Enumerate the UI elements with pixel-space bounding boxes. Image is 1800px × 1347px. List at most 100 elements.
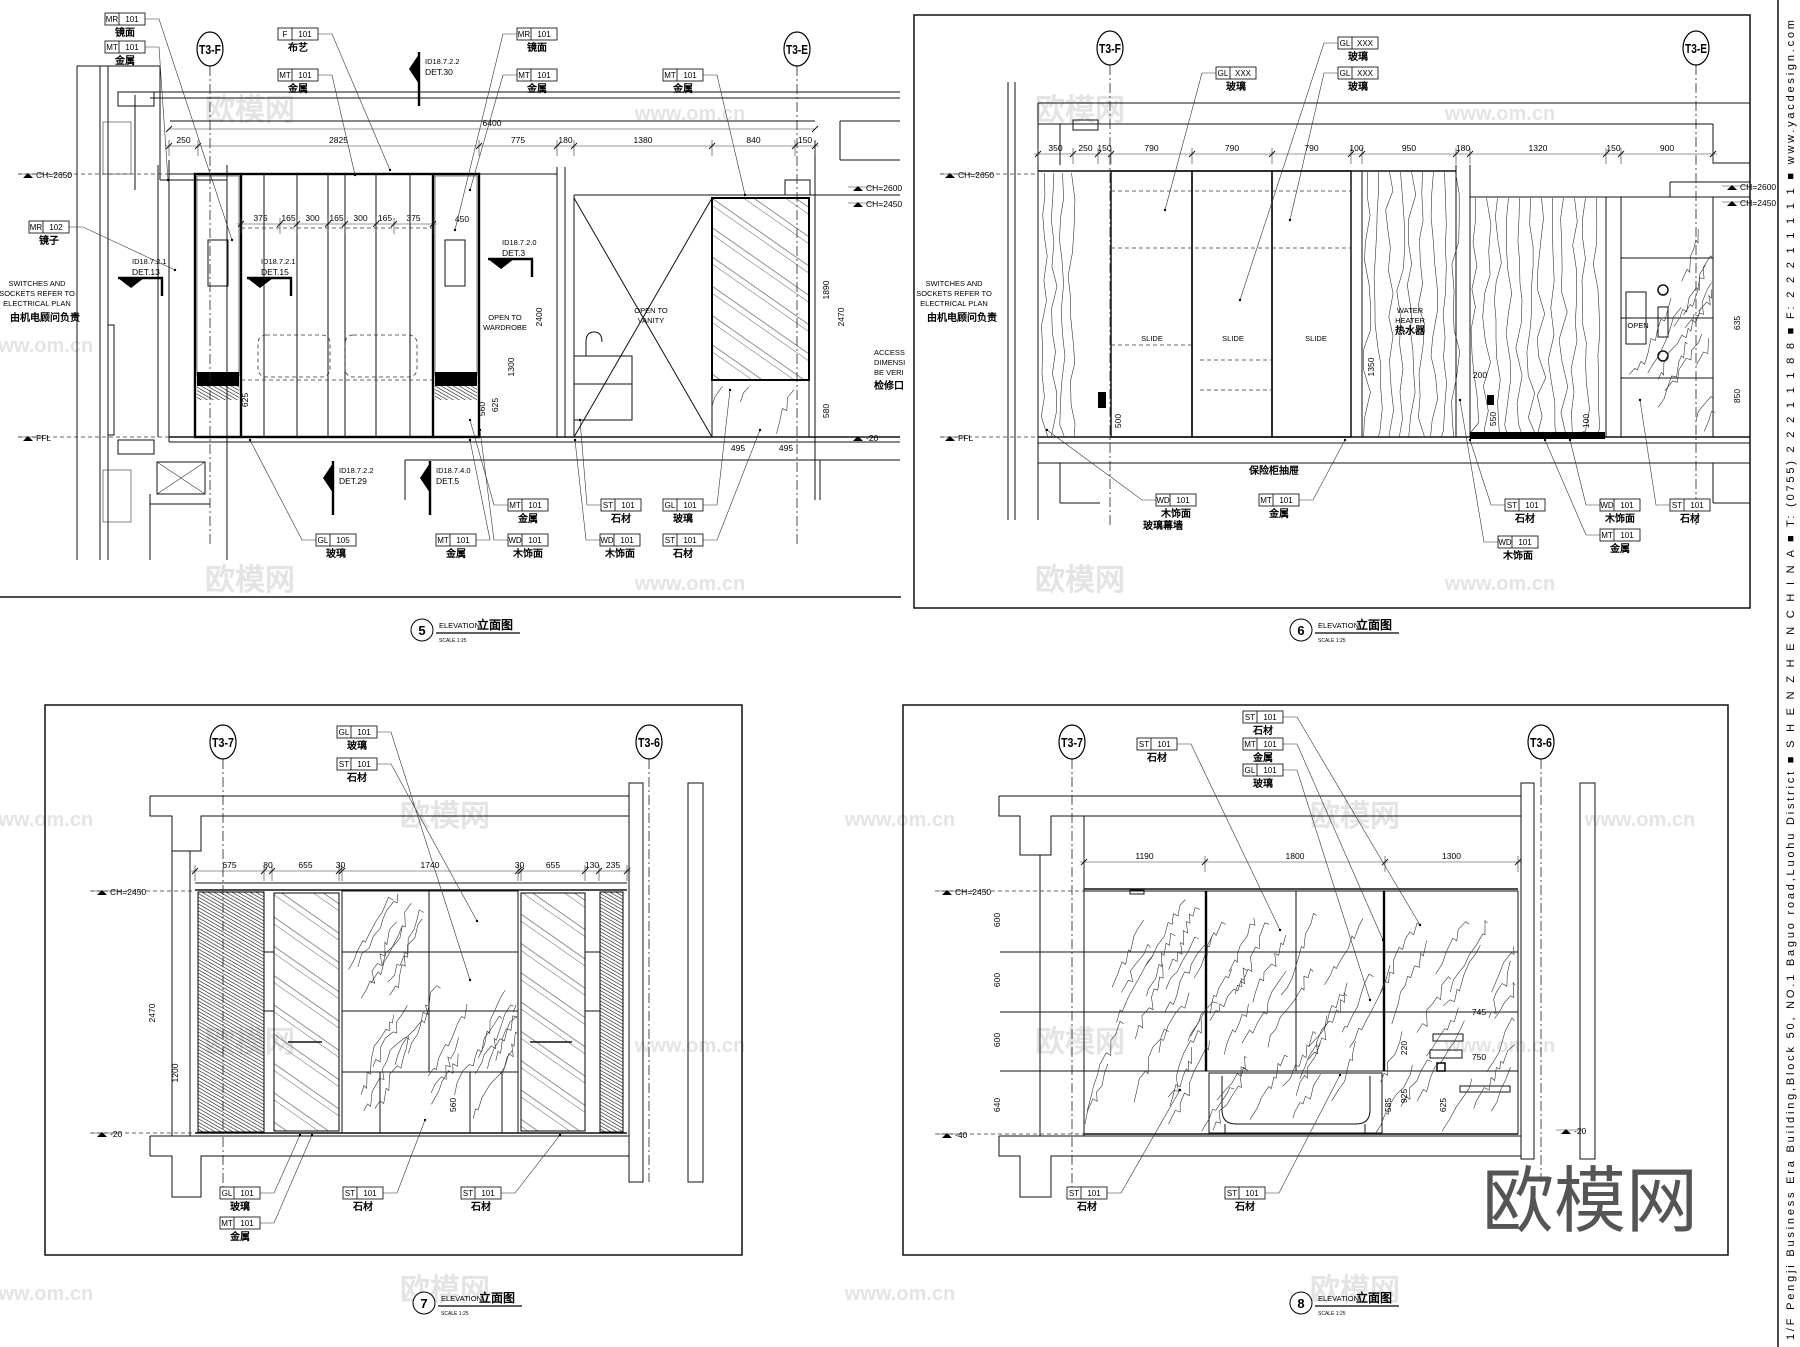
tag-material-label: 镜面 [527,41,547,54]
watermark-url: www.om.cn [634,103,745,125]
watermark-url: www.om.cn [844,809,955,831]
tag-number: 101 [1263,740,1277,749]
leader-dot [1238,298,1242,302]
annotation-note: ELECTRICAL PLAN [3,299,71,308]
tag-material-label: 金属 [114,54,135,67]
elevation-title-cn: 立面图 [1356,1290,1392,1305]
marble-vein [1158,992,1190,1053]
marble-vein [372,1005,408,1067]
leader-dot [578,418,582,422]
tag-material-label: 金属 [445,547,466,560]
watermark-logo: 欧模网 [1035,564,1125,597]
dimension-tick [165,142,173,150]
dimension-tick [595,867,603,875]
marble-vein [1696,338,1709,366]
marble-vein [1400,1059,1432,1107]
dimension-label: 220 [1399,1041,1409,1055]
marble-vein [1416,976,1452,1033]
tag-material-label: 镜面 [115,26,135,39]
marble-vein [1168,1019,1202,1098]
grid-circle [1682,30,1710,66]
tag-box [516,27,558,41]
dimension-tick [581,867,589,875]
dimension-label: 165 [281,213,295,223]
leader-line [145,46,169,181]
wood-grain [1059,172,1066,438]
level-triangle-icon [97,890,107,895]
level-label: CH=2600 [1740,182,1776,192]
grid-label: T3-E [1685,41,1707,56]
marble-vein [374,1036,409,1109]
tag-code: GL [1218,69,1229,78]
marble-vein [740,386,750,403]
dimension-tick [372,220,380,228]
grid-bubble: T3-6 [1527,724,1555,1182]
level-label: FFL [958,433,973,443]
marble-vein [1681,228,1699,282]
marble-vein [1133,1028,1169,1103]
grid-label: T3-6 [1530,735,1552,750]
tag-box [104,12,146,26]
elevation-number-circle [1289,1291,1313,1315]
dimension-label: 6400 [483,118,502,128]
marble-vein [1473,1044,1515,1109]
leader-line [1459,399,1498,543]
marble-vein [1164,936,1212,1013]
leader-dot [1368,998,1372,1002]
dimension-label: 1350 [1366,357,1376,376]
marble-vein [1341,973,1374,1033]
dimension-tick [553,142,561,150]
marble-vein [1228,917,1256,973]
dimension-label: 775 [511,135,525,145]
dimension-label: 600 [992,913,1002,927]
tag-material-label: 玻璃 [347,739,367,752]
tag-material-label: 金属 [229,1230,250,1243]
dimension-tick [1617,150,1625,158]
annotation-note: 由机电顾问负责 [10,311,80,324]
marble-vein [1121,943,1151,993]
marble-vein [454,1015,503,1096]
tag-box [104,40,146,54]
level-marker: CH=2450 [937,887,991,897]
tag-number: XXX [1357,69,1374,78]
marble-vein [1684,282,1712,328]
level-marker: CH=2650 [940,170,994,180]
marble-vein [1116,954,1154,1023]
dimension-label: 165 [378,213,392,223]
marble-vein [1647,307,1682,374]
dimension-label: 600 [992,1033,1002,1047]
tag-number: 101 [1525,501,1539,510]
leader-line [1469,439,1505,506]
marble-vein [1664,333,1703,391]
leader-line [469,74,517,191]
dimension-label: 1380 [634,135,653,145]
tag-box [600,498,642,512]
level-marker: CH=2450 [1722,198,1776,208]
grid-circle [1058,724,1086,760]
tag-code: ST [1069,1189,1079,1198]
tag-code: MR [30,223,43,232]
section-arrow-icon [118,278,144,288]
tag-box [662,498,704,512]
marble-vein [1376,1064,1413,1133]
leader-line [469,419,508,506]
dimension-tick [165,125,173,133]
level-label: CH=2600 [866,183,902,193]
marble-vein [1084,1063,1109,1124]
marble-vein [1657,341,1688,408]
wood-grain [1430,171,1438,438]
tag-code: MT [509,501,521,510]
marble-vein [1349,965,1391,1048]
dimension-tick [1602,150,1610,158]
tag-material-label: 玻璃 [230,1200,250,1213]
grid-bubble: T3-E [1682,30,1710,525]
dimension-label: 560 [477,402,487,416]
